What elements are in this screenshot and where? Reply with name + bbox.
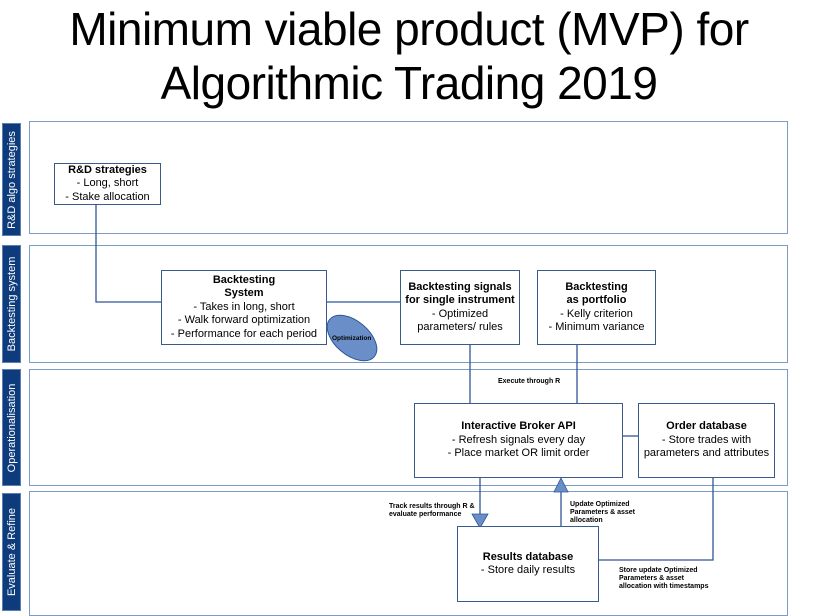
box-line: - Walk forward optimization	[177, 314, 311, 327]
annotation-line: allocation	[570, 517, 603, 524]
box-rd-strategies: R&D strategies - Long, short - Stake all…	[54, 163, 161, 205]
box-title: Backtesting signals	[408, 280, 512, 293]
annotation-line: Parameters & asset	[570, 509, 635, 516]
box-line: - Refresh signals every day	[451, 433, 586, 446]
box-backtesting-system: Backtesting System - Takes in long, shor…	[161, 270, 327, 345]
box-line: parameters and attributes	[643, 447, 770, 460]
annotation-line: Parameters & asset	[619, 575, 684, 582]
lane-label-backtesting: Backtesting system	[2, 245, 21, 363]
annotation-line: Store update Optimized	[619, 567, 698, 574]
track-results-label: Track results through R & evaluate perfo…	[389, 503, 475, 519]
box-line: - Optimized	[431, 307, 489, 320]
box-backtesting-signals: Backtesting signals for single instrumen…	[400, 270, 520, 345]
title-line-1: Minimum viable product (MVP) for	[69, 3, 749, 55]
arrow-up-icon	[553, 477, 569, 493]
optimization-ellipse	[326, 314, 378, 362]
diagram-title: Minimum viable product (MVP) for Algorit…	[0, 2, 818, 110]
box-results-database: Results database - Store daily results	[457, 526, 599, 602]
lane-rd	[29, 121, 788, 234]
annotation-line: Update Optimized	[570, 501, 630, 508]
box-title: Backtesting	[212, 273, 276, 286]
box-line: parameters/ rules	[417, 321, 503, 333]
lane-evaluate	[29, 491, 788, 616]
annotation-line: allocation with timestamps	[619, 583, 709, 590]
annotation-line: Track results through R &	[389, 503, 475, 510]
box-line: - Long, short	[76, 177, 139, 190]
optimization-label: Optimization	[332, 335, 372, 342]
box-title: as portfolio	[566, 294, 627, 306]
box-line: - Store trades with	[661, 433, 752, 446]
box-title: Results database	[482, 550, 574, 563]
box-line: - Performance for each period	[170, 327, 318, 340]
box-title: Interactive Broker API	[461, 420, 576, 433]
box-line: - Store daily results	[480, 564, 576, 576]
box-title: Backtesting	[565, 280, 628, 293]
box-line: - Stake allocation	[65, 190, 150, 203]
connector-orderdb-to-results	[599, 478, 714, 561]
box-title: for single instrument	[405, 294, 515, 306]
update-params-label: Update Optimized Parameters & asset allo…	[570, 501, 635, 525]
execute-label: Execute through R	[498, 378, 561, 385]
box-line: - Place market OR limit order	[447, 447, 590, 460]
store-update-label: Store update Optimized Parameters & asse…	[619, 567, 708, 591]
arrow-down-icon	[471, 513, 489, 529]
box-title: R&D strategies	[68, 163, 147, 176]
box-line: - Minimum variance	[548, 321, 645, 333]
annotation-line: evaluate performance	[389, 511, 462, 518]
box-backtesting-portfolio: Backtesting as portfolio - Kelly criteri…	[537, 270, 656, 345]
lane-label-rd: R&D algo strategies	[2, 123, 21, 236]
box-line: - Takes in long, short	[193, 300, 295, 313]
box-title: Order database	[666, 420, 747, 433]
box-line: - Kelly criterion	[560, 307, 633, 320]
lane-label-operationalisation: Operationalisation	[2, 369, 21, 486]
box-title: System	[224, 287, 264, 300]
box-order-database: Order database - Store trades with param…	[638, 403, 775, 478]
box-interactive-broker-api: Interactive Broker API - Refresh signals…	[414, 403, 623, 478]
title-line-2: Algorithmic Trading 2019	[160, 57, 658, 109]
connector-rd-to-backtesting	[95, 205, 162, 303]
